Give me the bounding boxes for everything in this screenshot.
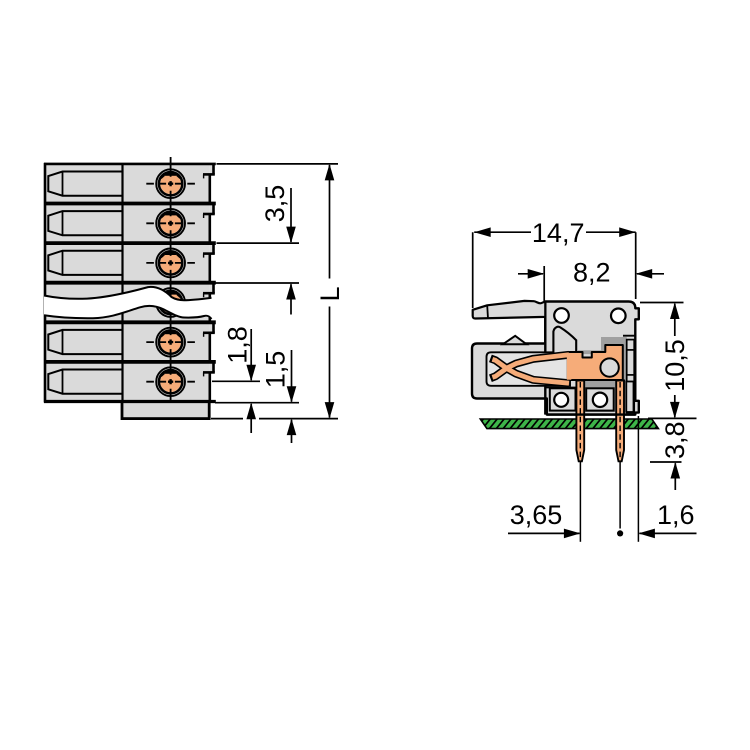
- svg-text:3,65: 3,65: [510, 500, 563, 530]
- svg-text:1,5: 1,5: [261, 351, 291, 389]
- svg-text:10,5: 10,5: [660, 339, 690, 392]
- svg-text:3,5: 3,5: [260, 185, 290, 223]
- svg-text:1,8: 1,8: [223, 326, 253, 364]
- svg-text:14,7: 14,7: [532, 218, 585, 248]
- svg-text:1,6: 1,6: [657, 500, 695, 530]
- svg-text:L: L: [315, 286, 345, 301]
- svg-text:8,2: 8,2: [573, 258, 611, 288]
- svg-text:3,8: 3,8: [660, 421, 690, 459]
